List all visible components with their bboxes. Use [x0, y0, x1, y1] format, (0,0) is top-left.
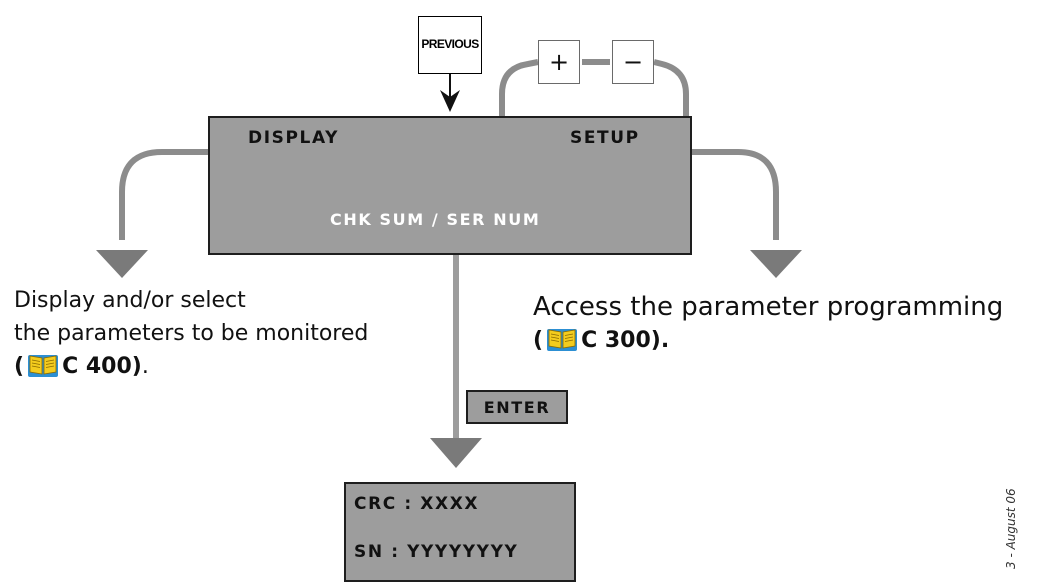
- plus-minus-connector: [499, 59, 539, 116]
- manual-book-icon: [547, 329, 578, 351]
- setup-branch-arrowhead: [750, 250, 802, 278]
- enter-branch-arrowhead: [430, 438, 482, 468]
- arrow-down-icon: [440, 90, 460, 112]
- display-description: Display and/or select the parameters to …: [14, 284, 368, 383]
- setup-reference: ( C 300).: [533, 328, 670, 353]
- main-display: DISPLAY SETUP CHK SUM / SER NUM: [208, 116, 692, 255]
- previous-key-label: PREVIOUS: [421, 37, 479, 51]
- manual-book-icon: [28, 355, 59, 377]
- setup-description-line1: Access the parameter programming: [533, 292, 1004, 322]
- display-reference-code: C 400): [62, 354, 142, 379]
- setup-branch-connector: [692, 149, 779, 240]
- enter-key[interactable]: ENTER: [466, 390, 568, 424]
- setup-description: Access the parameter programming ( C 300…: [533, 290, 1003, 358]
- page-footer: 3 - August 06: [1004, 488, 1018, 569]
- display-branch-arrowhead: [96, 250, 148, 278]
- display-branch-connector: [119, 149, 208, 240]
- display-description-line1: Display and/or select: [14, 288, 246, 313]
- result-display: CRC : XXXX SN : YYYYYYYY: [344, 482, 576, 582]
- minus-key[interactable]: −: [612, 40, 654, 84]
- display-reference: ( C 400).: [14, 354, 149, 379]
- setup-reference-code: C 300).: [581, 328, 670, 353]
- display-mode-label: DISPLAY: [248, 128, 340, 148]
- setup-mode-label: SETUP: [570, 128, 640, 148]
- checksum-serial-label: CHK SUM / SER NUM: [330, 210, 541, 229]
- flow-connectors: [96, 59, 802, 468]
- crc-readout: CRC : XXXX: [354, 494, 480, 514]
- previous-key[interactable]: PREVIOUS: [418, 16, 482, 74]
- display-description-line2: the parameters to be monitored: [14, 321, 369, 346]
- minus-connector: [653, 59, 689, 116]
- enter-key-label: ENTER: [483, 397, 551, 417]
- plus-key[interactable]: +: [538, 40, 580, 84]
- serial-number-readout: SN : YYYYYYYY: [354, 542, 519, 562]
